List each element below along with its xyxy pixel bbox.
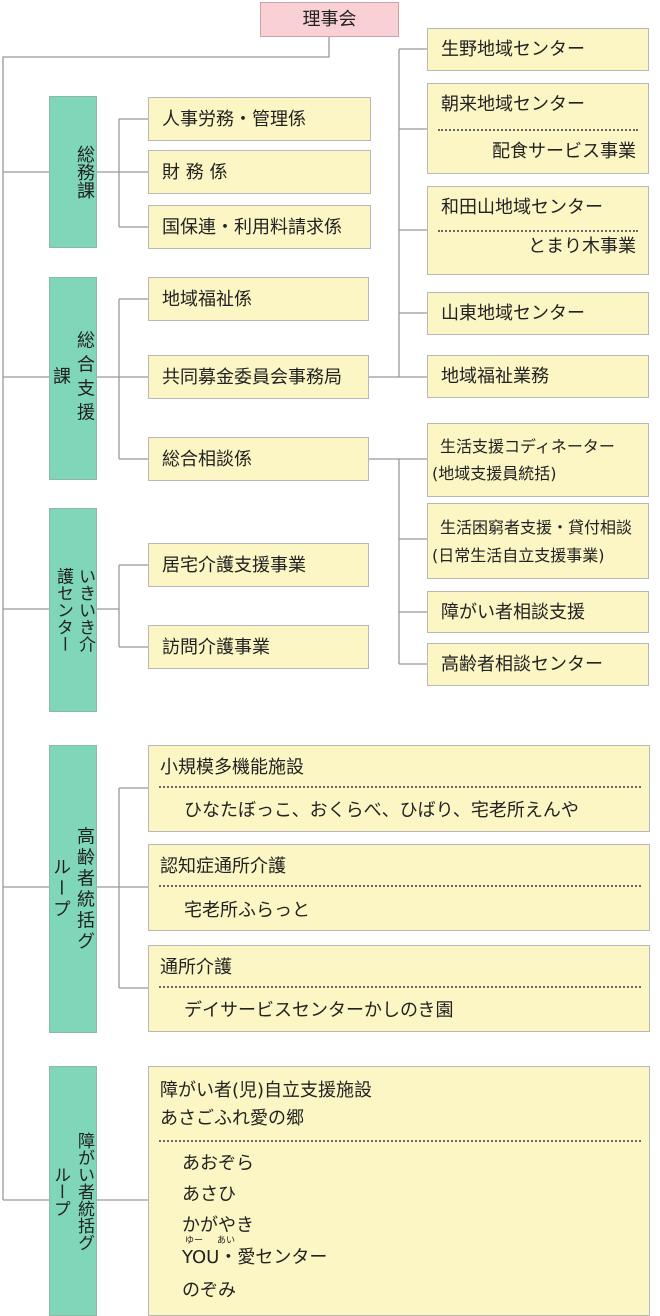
ninchi-label: 認知症通所介護 bbox=[160, 856, 286, 877]
divider bbox=[438, 129, 638, 131]
tsusho-box: 通所介護 デイサービスセンターかしのき園 bbox=[148, 945, 650, 1032]
center-wadayama-label: 和田山地域センター bbox=[441, 197, 603, 218]
shokibo-label: 小規模多機能施設 bbox=[160, 757, 304, 778]
divider bbox=[159, 1140, 641, 1142]
homon-label: 訪問介護事業 bbox=[162, 637, 270, 658]
coordinator-label: 生活支援コディネーター bbox=[440, 437, 615, 456]
sogo-sodan-box: 総合相談係 bbox=[148, 437, 369, 481]
center-wadayama-box: 和田山地域センター とまり木事業 bbox=[427, 186, 649, 275]
center-asago-label: 朝来地域センター bbox=[441, 94, 585, 115]
coordinator-sub-label: (地域支援員統括) bbox=[432, 464, 557, 483]
department-sogo-label: 総合支援課 bbox=[50, 330, 95, 427]
department-koreisha-label: 高齢者統括グループ bbox=[50, 826, 95, 952]
sogo-kyodo-bokin-label: 共同募金委員会事務局 bbox=[162, 367, 342, 388]
department-sogo: 総合支援課 bbox=[49, 277, 97, 480]
sogo-kyodo-bokin-box: 共同募金委員会事務局 bbox=[148, 355, 369, 399]
shokibo-sites-label: ひなたぼっこ、おくらべ、ひばり、宅老所えんや bbox=[184, 800, 579, 821]
konkyu-label: 生活困窮者支援・貸付相談 bbox=[440, 518, 633, 537]
somu-kokuho-label: 国保連・利用料請求係 bbox=[162, 217, 342, 238]
chiiki-fukushi-gyomu-label: 地域福祉業務 bbox=[441, 366, 549, 387]
center-ikuno-box: 生野地域センター bbox=[427, 28, 649, 71]
shogai-item: かがやき bbox=[182, 1215, 254, 1236]
shogai-sodan-box: 障がい者相談支援 bbox=[427, 591, 649, 633]
kyotaku-box: 居宅介護支援事業 bbox=[148, 543, 369, 587]
department-somu-label: 総務課 bbox=[74, 145, 95, 199]
ruby-ai: あい bbox=[217, 1236, 236, 1246]
shogai-item: あおぞら bbox=[182, 1153, 254, 1174]
tsusho-sites-label: デイサービスセンターかしのき園 bbox=[184, 1000, 454, 1021]
shogai-item: YOU・愛センター bbox=[182, 1247, 328, 1268]
department-shogai: 障がい者統括グループ bbox=[49, 1066, 97, 1316]
center-ikuno-label: 生野地域センター bbox=[441, 39, 585, 60]
department-somu: 総務課 bbox=[49, 96, 97, 248]
somu-jinji-box: 人事労務・管理係 bbox=[148, 97, 371, 141]
shogai-item: のぞみ bbox=[182, 1280, 236, 1301]
ruby-you: ゆー bbox=[185, 1236, 204, 1246]
center-santo-box: 山東地域センター bbox=[427, 292, 649, 335]
coordinator-box: 生活支援コディネーター (地域支援員統括) bbox=[427, 423, 649, 497]
konkyu-box: 生活困窮者支援・貸付相談 (日常生活自立支援事業) bbox=[427, 503, 649, 579]
sogo-sodan-label: 総合相談係 bbox=[162, 449, 252, 470]
koreisha-sodan-box: 高齢者相談センター bbox=[427, 643, 649, 686]
chiiki-fukushi-gyomu-box: 地域福祉業務 bbox=[427, 355, 649, 398]
center-tomarigi-label: とまり木事業 bbox=[528, 236, 636, 257]
board-label: 理事会 bbox=[302, 9, 357, 30]
shogai-title-line1: 障がい者(児)自立支援施設 bbox=[160, 1080, 373, 1101]
center-haishoku-label: 配食サービス事業 bbox=[492, 141, 636, 162]
ninchi-box: 認知症通所介護 宅老所ふらっと bbox=[148, 844, 650, 931]
tsusho-label: 通所介護 bbox=[160, 957, 232, 978]
department-ikiiki: いきいき介護センター bbox=[49, 508, 97, 712]
shogai-item: あさひ bbox=[182, 1184, 236, 1205]
department-shogai-label: 障がい者統括グループ bbox=[50, 1131, 94, 1251]
homon-box: 訪問介護事業 bbox=[148, 625, 369, 669]
divider bbox=[438, 230, 638, 232]
somu-zaimu-label: 財 務 係 bbox=[162, 162, 228, 183]
somu-zaimu-box: 財 務 係 bbox=[148, 150, 371, 194]
department-koreisha: 高齢者統括グループ bbox=[49, 745, 97, 1033]
divider bbox=[159, 885, 641, 887]
somu-kokuho-box: 国保連・利用料請求係 bbox=[148, 205, 371, 249]
divider bbox=[159, 986, 641, 988]
center-asago-box: 朝来地域センター 配食サービス事業 bbox=[427, 83, 649, 174]
koreisha-sodan-label: 高齢者相談センター bbox=[441, 654, 603, 675]
shokibo-box: 小規模多機能施設 ひなたぼっこ、おくらべ、ひばり、宅老所えんや bbox=[148, 745, 650, 832]
sogo-chiiki-fukushi-label: 地域福祉係 bbox=[162, 289, 252, 310]
divider bbox=[159, 786, 641, 788]
konkyu-sub-label: (日常生活自立支援事業) bbox=[432, 546, 605, 565]
somu-jinji-label: 人事労務・管理係 bbox=[162, 109, 306, 130]
sogo-chiiki-fukushi-box: 地域福祉係 bbox=[148, 277, 369, 321]
department-ikiiki-label: いきいき介護センター bbox=[53, 567, 95, 653]
shogai-facility-box: 障がい者(児)自立支援施設 あさごふれ愛の郷 あおぞら あさひ かがやき ゆー … bbox=[148, 1066, 650, 1316]
shogai-sodan-label: 障がい者相談支援 bbox=[441, 602, 585, 623]
kyotaku-label: 居宅介護支援事業 bbox=[162, 555, 306, 576]
shogai-title-line2: あさごふれ愛の郷 bbox=[160, 1108, 304, 1129]
ninchi-sites-label: 宅老所ふらっと bbox=[184, 900, 310, 921]
board-of-directors-box: 理事会 bbox=[260, 2, 399, 37]
center-santo-label: 山東地域センター bbox=[441, 303, 585, 324]
